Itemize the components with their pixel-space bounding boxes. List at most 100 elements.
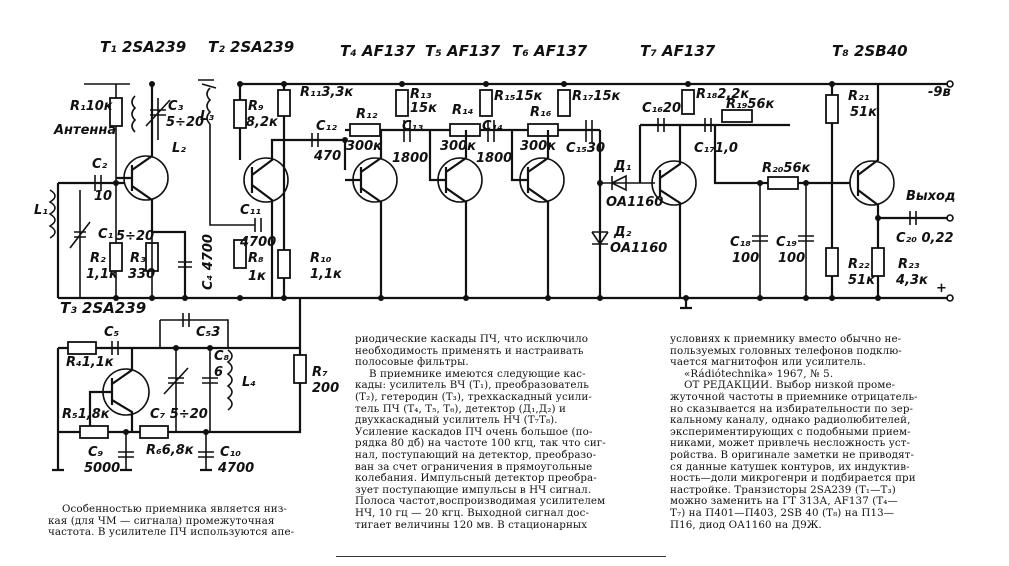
label-r23: R₂₃ (898, 257, 920, 272)
label-plus: + (936, 281, 947, 296)
label-c19-value: 100 (778, 251, 805, 266)
resistor-r6 (139, 425, 169, 439)
label-r12: R₁₂ (356, 107, 378, 122)
label-c18-value: 100 (732, 251, 759, 266)
label-r8-value: 1к (248, 269, 267, 284)
cap-c14 (487, 120, 495, 142)
col3-line: ность—доли микрогенри и подбирается при (670, 472, 916, 485)
terminal-output (946, 214, 954, 222)
label-r13-value: 15к (410, 101, 438, 116)
col2-line: риодические каскады ПЧ, что исключило (355, 333, 589, 345)
label-t2: T₂ 2SA239 (208, 38, 294, 56)
transistor-t7 (651, 160, 697, 206)
label-c3: C₃ (168, 99, 184, 114)
col2-line: двухкаскадный усилитель НЧ (T₇T₈). (355, 414, 558, 427)
resistor-r10 (277, 249, 291, 279)
col2-line: Полоса частот,воспроизводимая усилителем (355, 495, 606, 508)
component-labels: R₁10к Антенна C₂ 10 C₃ 5÷20 L₂ L₃ R₉ 8,2… (34, 85, 955, 476)
label-t4: T₄ AF137 (340, 42, 416, 60)
label-c8: C₈ (214, 349, 230, 364)
label-t7: T₇ AF137 (640, 42, 716, 60)
col3-line: ройства. В оригинале заметки не приводят… (670, 448, 915, 461)
label-r17: R₁₇15к (572, 89, 621, 104)
cap-c9 (118, 432, 134, 470)
label-c3-value: 5÷20 (166, 115, 204, 130)
source-citation: «Rádiótechnika» 1967, № 5. (684, 367, 834, 380)
label-l1: L₁ (34, 203, 48, 218)
label-t3: T₃ 2SA239 (60, 299, 146, 317)
junction-dots (113, 81, 881, 435)
col3-line: кальному каналу, однако радиолюбителей, (670, 414, 911, 427)
label-minus-9v: -9в (928, 85, 951, 100)
transistor-labels: T₁ 2SA239 T₂ 2SA239 T₃ 2SA239 T₄ AF137 T… (60, 38, 908, 317)
label-r11: R₁₁3,3к (300, 85, 354, 100)
transistor-t8 (849, 160, 895, 206)
col3-line: настройке. Транзисторы 2SA239 (T₁—T₃) (670, 483, 896, 496)
cap-c6 (182, 313, 190, 327)
col2-line: колебания. Импульсный детектор преобра- (355, 472, 597, 485)
label-d1: Д₁ (613, 159, 632, 174)
cap-c17 (704, 118, 712, 132)
label-r4: R₄1,1к (66, 355, 115, 370)
label-r1: R₁10к (70, 99, 114, 114)
label-r7: R₇ (312, 365, 328, 380)
label-r21: R₂₁ (848, 89, 870, 104)
col2-line: кады: усилитель ВЧ (T₁), преобразователь (355, 379, 589, 392)
resistor-r2 (109, 242, 123, 272)
label-r2: R₂ (90, 251, 106, 266)
col3-line: ОТ РЕДАКЦИИ. Выбор низкой проме- (684, 379, 896, 392)
col1-line: кая (для ЧМ — сигнала) промежуточная (48, 514, 275, 527)
cap-c18 (752, 183, 768, 298)
label-r23-value: 4,3к (895, 273, 929, 288)
col2-line: нал, поступающий на детектор, преобразо- (355, 448, 597, 461)
resistor-r11-body (277, 89, 291, 117)
label-c9: C₉ (88, 445, 104, 460)
label-c15: C₁₅30 (566, 141, 605, 156)
coil-l4 (226, 349, 233, 411)
resistor-r4 (67, 341, 97, 355)
text-column-1: Особенностью приемника является низ- кая… (48, 503, 348, 539)
cap-c16 (657, 118, 665, 132)
bottom-rule (336, 556, 666, 557)
label-r15: R₁₅15к (494, 89, 543, 104)
col2-line: тигает величины 120 мв. В стационарных (355, 518, 588, 531)
col2-line: НЧ, 10 гц — 20 кгц. Выходной сигнал дос- (355, 506, 590, 519)
cap-c10 (198, 432, 214, 470)
col3-line: жуточной частоты в приемнике отрицатель- (670, 390, 918, 403)
label-c5: C₅ (104, 325, 120, 340)
label-r9: R₉ (248, 99, 264, 114)
label-t1: T₁ 2SA239 (100, 38, 186, 56)
label-c11-value: 4700 (239, 235, 276, 250)
resistor-r21 (825, 94, 839, 124)
col2-line: полосовые фильтры. (355, 356, 469, 369)
col1-line: частота. В усилителе ПЧ используются апе… (48, 526, 295, 539)
label-c11: C₁₁ (240, 203, 261, 218)
col3-line: можно заменить на ГТ 313А, AF137 (T₄— (670, 495, 898, 508)
label-r8: R₈ (248, 251, 264, 266)
label-r18: R₁₈2,2к (696, 87, 750, 102)
label-c2: C₂ (92, 157, 108, 172)
label-r20: R₂₀56к (762, 161, 811, 176)
col3-line: П16, диод ОА1160 на Д9Ж. (670, 518, 822, 531)
resistor-r8 (233, 239, 247, 269)
resistor-r16 (527, 123, 559, 137)
col2-line: зует поступающие импульсы в НЧ сигнал. (355, 483, 592, 496)
resistor-r23 (871, 247, 885, 277)
trimmer-c3 (145, 98, 171, 140)
label-c12-value: 470 (313, 149, 341, 164)
label-l4: L₄ (242, 375, 256, 390)
transistor-t2 (243, 157, 289, 203)
label-c4: C₄ 4700 (201, 234, 216, 290)
terminal-plus (946, 294, 954, 302)
label-l2: L₂ (172, 141, 186, 156)
col1-line: Особенностью приемника является низ- (62, 503, 288, 515)
label-c16: C₁₆20 (642, 101, 681, 116)
col3-line: условиях к приемнику вместо обычно не- (670, 333, 902, 345)
cap-c19 (798, 183, 814, 298)
col2-line: Усиление каскадов ПЧ очень большое (по- (355, 425, 593, 438)
label-c18: C₁₈ (730, 235, 751, 250)
label-c1-value: 5÷20 (116, 229, 154, 244)
col2-line: необходимость применять и настраивать (355, 344, 584, 357)
label-d2-value: ОА1160 (610, 241, 667, 256)
